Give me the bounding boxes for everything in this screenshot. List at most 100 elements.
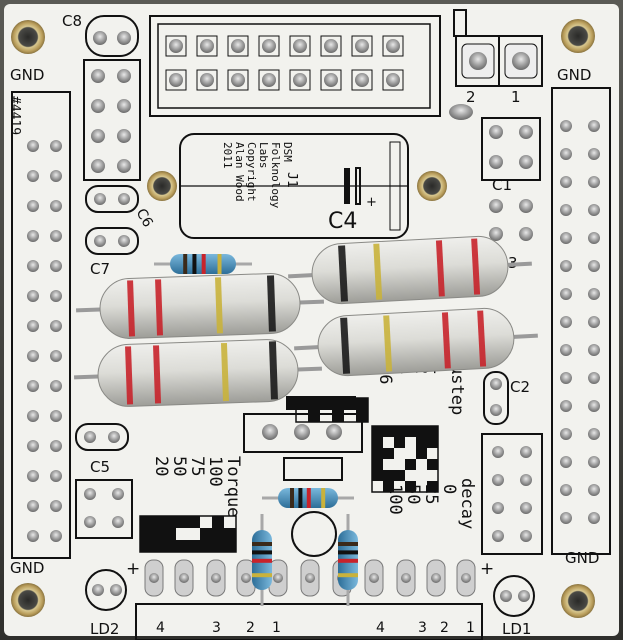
resistor-lead xyxy=(297,366,322,372)
terminal-number-2: 2 xyxy=(466,88,476,106)
right-header-pad xyxy=(588,428,600,440)
terminal-pad-1 xyxy=(512,52,530,70)
box-header-pad xyxy=(200,39,214,53)
c7-outline xyxy=(85,227,139,255)
resistor-band xyxy=(338,558,358,563)
resistor-band xyxy=(338,573,358,578)
mid-left-header-pad xyxy=(91,69,105,83)
box-header-pads xyxy=(165,35,404,91)
jumper-grid-cell xyxy=(140,528,152,540)
resistor-band xyxy=(306,488,311,508)
bottom-header-pad xyxy=(461,573,471,583)
bottom-header-pad xyxy=(211,573,221,583)
right-header-pad xyxy=(560,288,572,300)
jumper-grid-cell xyxy=(152,516,164,528)
box-header-pad xyxy=(231,39,245,53)
right-mid-header-pads xyxy=(492,446,532,542)
c4-pad-right xyxy=(417,171,447,201)
right-header-pad xyxy=(560,232,572,244)
plus-right: + xyxy=(480,559,494,579)
left-header-pad xyxy=(27,350,39,362)
right-header-pad xyxy=(588,372,600,384)
c2-pad-a xyxy=(490,378,502,390)
ld1-pad-b xyxy=(518,590,530,602)
left-header-pad xyxy=(27,320,39,332)
brand-line-5: 2011 xyxy=(221,142,234,169)
c4-pad-left xyxy=(147,171,177,201)
jumper-grid-cell xyxy=(164,528,176,540)
box-header-pad-frame xyxy=(320,69,342,91)
brand-line-0: DSM xyxy=(281,142,294,162)
right-mid-header-pad xyxy=(520,530,532,542)
box-header-pad-frame xyxy=(196,69,218,91)
brand-line-4: Alan Wood xyxy=(233,142,246,202)
jumper-grid-cell xyxy=(416,448,427,459)
jumper-grid-cell xyxy=(427,437,438,448)
terminal-pad-2 xyxy=(469,52,487,70)
resistor-band xyxy=(125,346,134,405)
resistor-band xyxy=(338,245,348,302)
c2-pad-b xyxy=(490,404,502,416)
right-header-pad xyxy=(588,316,600,328)
jumper-grid-cell xyxy=(416,426,427,437)
plus-left: + xyxy=(126,559,140,579)
bottom-header-outline xyxy=(135,603,483,640)
resistor-band xyxy=(298,488,303,508)
mid-left-header-pad xyxy=(117,159,131,173)
right-header-pad xyxy=(588,344,600,356)
jumper-grid-frame xyxy=(139,515,237,553)
box-header-pad-frame xyxy=(289,69,311,91)
c8-footprint xyxy=(85,15,139,57)
left-header-pad xyxy=(50,290,62,302)
torque-value-2: 50 xyxy=(169,456,189,476)
resistor-lead xyxy=(507,261,532,267)
resistor-band xyxy=(373,243,383,300)
c8-label: C8 xyxy=(62,12,82,30)
c4-plate-neg xyxy=(344,168,350,204)
decay-label: decay xyxy=(457,478,477,529)
c2-label: C2 xyxy=(510,378,530,396)
regulator-outline xyxy=(243,413,363,453)
resistor-band xyxy=(268,341,278,400)
pcb-board xyxy=(4,4,619,636)
gnd-label-bottom-right: GND xyxy=(565,549,599,567)
box-header-pad xyxy=(231,73,245,87)
left-header-pad xyxy=(27,260,39,272)
lower-left-header-outline xyxy=(75,479,133,539)
right-header-pad xyxy=(560,512,572,524)
mid-left-header-pad xyxy=(91,99,105,113)
ld2-pad-b xyxy=(110,584,122,596)
resistor-band xyxy=(471,238,481,295)
torque-jumper-grid xyxy=(139,515,237,553)
small-resistor xyxy=(338,514,358,606)
ld1-label: LD1 xyxy=(502,620,531,638)
c1-pad-d xyxy=(519,155,533,169)
resistor-lead xyxy=(76,307,101,313)
resistor-band xyxy=(252,573,272,578)
c1-pad-c xyxy=(489,155,503,169)
bottom-header-pad xyxy=(431,573,441,583)
resistor-band xyxy=(217,254,222,274)
right-header-pad xyxy=(560,428,572,440)
resistor-body xyxy=(97,339,299,407)
jumper-grid-cell xyxy=(200,528,212,540)
box-header-pad xyxy=(324,39,338,53)
left-header-outline xyxy=(11,91,71,559)
c5-pad-a xyxy=(84,431,96,443)
j1-label: J1 xyxy=(284,172,299,188)
c1-label: C1 xyxy=(492,176,512,194)
right-header-pad xyxy=(560,260,572,272)
mid-left-header-pad xyxy=(117,69,131,83)
jumper-grid-cell xyxy=(372,437,383,448)
left-header-pad xyxy=(50,140,62,152)
power-resistor xyxy=(76,273,324,339)
box-header-pad xyxy=(169,73,183,87)
bottom-header-pad xyxy=(241,573,251,583)
jumper-grid-cell xyxy=(212,540,224,552)
bottom-header-number: 2 xyxy=(440,620,449,636)
jumper-grid-cell xyxy=(394,470,405,481)
box-header-pad-frame xyxy=(289,35,311,57)
right-header-pad xyxy=(560,176,572,188)
resistor-band xyxy=(338,550,358,555)
